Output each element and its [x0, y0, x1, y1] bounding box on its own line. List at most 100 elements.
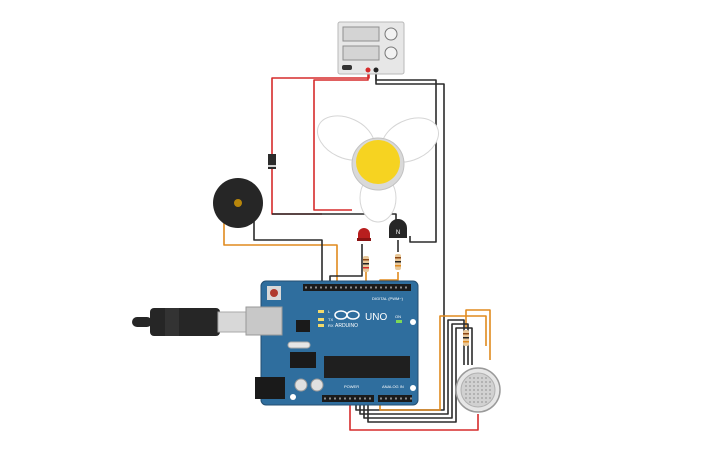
usb-plug-metal — [217, 311, 249, 333]
sensor-mesh-dot — [473, 381, 475, 383]
sensor-mesh-dot — [489, 385, 491, 387]
resistor-sensor[interactable] — [463, 330, 469, 346]
wire-sensor-black-c[interactable] — [367, 327, 473, 423]
header-pin[interactable] — [369, 397, 371, 400]
wire-buzzer-ground[interactable] — [253, 220, 323, 288]
header-pin[interactable] — [329, 397, 331, 400]
wire-black-supply-ground[interactable] — [355, 72, 445, 411]
header-pin[interactable] — [320, 286, 322, 289]
sensor-mesh-dot — [469, 393, 471, 395]
diode[interactable] — [268, 154, 276, 169]
header-pin[interactable] — [360, 286, 362, 289]
sensor-mesh-dot — [481, 397, 483, 399]
dc-motor-fan-icon — [317, 115, 439, 223]
header-pin[interactable] — [330, 286, 332, 289]
resistor-led-band-3 — [363, 267, 369, 269]
sensor-mesh-dot — [473, 401, 475, 403]
header-pin[interactable] — [385, 397, 387, 400]
npn-transistor[interactable]: N — [389, 219, 407, 238]
header-pin[interactable] — [390, 397, 392, 400]
header-pin[interactable] — [400, 397, 402, 400]
on-led — [396, 320, 402, 323]
header-pin[interactable] — [340, 286, 342, 289]
power-switch[interactable] — [342, 65, 352, 70]
sensor-mesh-dot — [489, 389, 491, 391]
header-pin[interactable] — [305, 286, 307, 289]
wire-sensor-orange-b[interactable] — [465, 309, 491, 360]
sensor-mesh-dot — [465, 397, 467, 399]
header-pin[interactable] — [370, 286, 372, 289]
board-usb-port — [245, 306, 283, 336]
wire-buzzer-signal[interactable] — [223, 220, 338, 288]
sensor-mesh-dot — [477, 389, 479, 391]
usb-cable[interactable] — [132, 308, 249, 336]
header-pin[interactable] — [405, 397, 407, 400]
fan-hub — [356, 140, 400, 184]
header-pin[interactable] — [349, 397, 351, 400]
header-pin[interactable] — [354, 397, 356, 400]
sensor-mesh-dot — [485, 377, 487, 379]
power-supply[interactable] — [337, 21, 405, 75]
l-label: L — [328, 309, 331, 314]
header-pin[interactable] — [334, 397, 336, 400]
sensor-mesh-dot — [485, 389, 487, 391]
header-pin[interactable] — [345, 286, 347, 289]
voltage-knob[interactable] — [384, 27, 398, 41]
red-led[interactable] — [357, 228, 371, 241]
dc-motor-fan[interactable] — [310, 107, 445, 223]
header-pin[interactable] — [365, 286, 367, 289]
diode-band — [268, 165, 276, 167]
tx-label: TX — [328, 317, 333, 322]
header-pin[interactable] — [385, 286, 387, 289]
header-pin[interactable] — [380, 286, 382, 289]
sensor-mesh-dot — [481, 381, 483, 383]
piezo-buzzer[interactable] — [213, 178, 263, 228]
wire-red-supply-fan[interactable] — [313, 74, 369, 211]
header-pin[interactable] — [344, 397, 346, 400]
logo-loop-right — [346, 310, 360, 320]
reset-button[interactable] — [270, 289, 278, 297]
resistor-sensor-band-3 — [463, 341, 469, 343]
header-pin[interactable] — [380, 397, 382, 400]
header-pin[interactable] — [315, 286, 317, 289]
mounting-hole-3 — [290, 394, 296, 400]
sensor-mesh-dots — [465, 377, 491, 403]
header-pin[interactable] — [325, 286, 327, 289]
header-pin[interactable] — [310, 286, 312, 289]
sensor-mesh-dot — [473, 377, 475, 379]
header-pin[interactable] — [405, 286, 407, 289]
digital-label: DIGITAL (PWM~) — [372, 296, 404, 301]
header-pin[interactable] — [395, 286, 397, 289]
wire-sensor-orange-a[interactable] — [379, 315, 487, 411]
header-pin[interactable] — [324, 397, 326, 400]
current-knob[interactable] — [384, 46, 398, 60]
board-brand: ARDUINO — [335, 323, 358, 329]
header-pin[interactable] — [364, 397, 366, 400]
led-dome — [358, 228, 370, 238]
arduino-uno-board[interactable]: ARDUINO UNO DIGITAL (PWM~) POWER ANALOG … — [245, 280, 419, 406]
resistor-transistor[interactable] — [395, 254, 401, 270]
terminal-negative[interactable] — [373, 67, 379, 73]
resistor-sensor-band-1 — [463, 333, 469, 335]
resistor-led[interactable] — [363, 256, 369, 272]
header-pin[interactable] — [355, 286, 357, 289]
header-pin[interactable] — [339, 397, 341, 400]
sensor-mesh-dot — [465, 385, 467, 387]
power-header[interactable] — [322, 395, 374, 402]
wire-sensor-red[interactable] — [349, 398, 479, 431]
on-label: ON — [395, 314, 401, 319]
header-pin[interactable] — [375, 286, 377, 289]
header-pin[interactable] — [410, 397, 412, 400]
header-pin[interactable] — [400, 286, 402, 289]
led-base — [357, 238, 371, 241]
header-pin[interactable] — [395, 397, 397, 400]
header-pin[interactable] — [350, 286, 352, 289]
sensor-mesh-dot — [477, 393, 479, 395]
rx-label: RX — [328, 323, 334, 328]
sensor-mesh-dot — [469, 381, 471, 383]
header-pins — [305, 286, 412, 400]
terminal-positive[interactable] — [365, 67, 371, 73]
header-pin[interactable] — [335, 286, 337, 289]
header-pin[interactable] — [359, 397, 361, 400]
header-pin[interactable] — [390, 286, 392, 289]
